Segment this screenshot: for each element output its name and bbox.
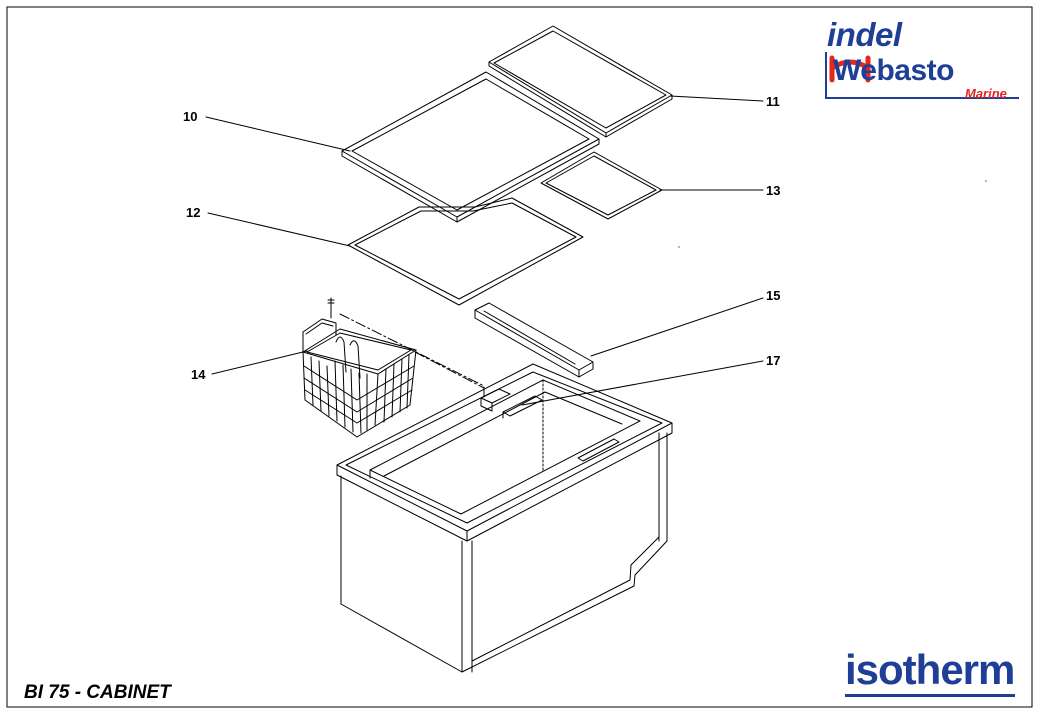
part-10-large-lid <box>341 71 600 223</box>
leader-10 <box>205 116 351 152</box>
logo-indel-text: indel <box>827 16 902 53</box>
logo-isotherm-text: isotherm <box>845 646 1015 693</box>
leader-14 <box>211 350 308 375</box>
callout-11: 11 <box>766 94 780 109</box>
cabinet-body <box>336 363 673 673</box>
isotherm-underline <box>845 694 1015 697</box>
leader-17 <box>521 360 764 406</box>
speck <box>985 180 987 182</box>
logo-webasto-text: Webasto <box>833 54 954 88</box>
logo-marine-text: Marine <box>965 86 1007 101</box>
callout-12: 12 <box>186 205 201 220</box>
isotherm-logo: isotherm <box>845 646 1017 702</box>
leader-12 <box>207 212 351 247</box>
assembly-guide-line-2 <box>414 351 485 389</box>
callout-17: 17 <box>766 353 781 368</box>
leader-11 <box>669 95 764 102</box>
callout-15: 15 <box>766 288 781 303</box>
callout-10: 10 <box>183 109 198 124</box>
part-12-large-gasket <box>347 197 584 306</box>
part-14-wire-basket <box>302 297 417 438</box>
speck <box>678 246 680 248</box>
indel-webasto-logo-frame <box>825 52 1019 99</box>
leader-15 <box>590 297 764 357</box>
assembly-guide-line <box>339 313 485 401</box>
drawing-title: BI 75 - CABINET <box>24 682 171 703</box>
callout-13: 13 <box>766 183 781 198</box>
drawing-border <box>6 6 1033 708</box>
logo-webasto-word: Webasto <box>833 54 954 87</box>
callout-14: 14 <box>191 367 206 382</box>
part-13-small-gasket <box>540 151 663 220</box>
part-15-divider-bar <box>474 302 594 378</box>
indel-webasto-logo: indel Webasto Marine <box>823 16 1019 102</box>
part-11-small-lid <box>488 25 673 138</box>
